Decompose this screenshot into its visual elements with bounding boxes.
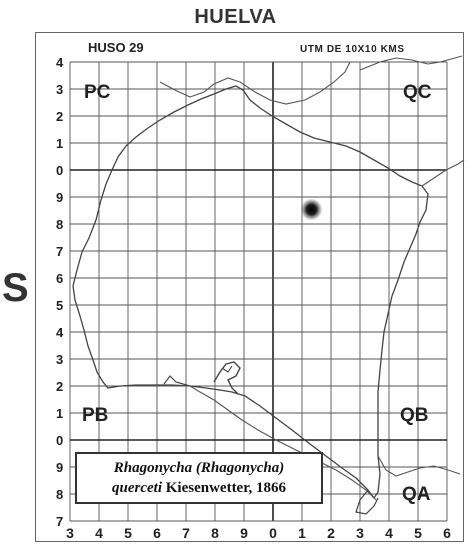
estuary-channel <box>163 375 191 387</box>
left-axis-label: 1 <box>56 136 63 151</box>
left-axis-label: 3 <box>56 82 63 97</box>
river-guadiana <box>377 455 461 477</box>
bottom-axis-label: 4 <box>95 525 103 541</box>
bottom-axis-label: 8 <box>211 525 219 541</box>
left-axis-label: 9 <box>56 190 63 205</box>
left-axis-label: 5 <box>56 298 63 313</box>
left-axis-label: 8 <box>56 487 63 502</box>
bottom-axis-label: 3 <box>66 525 74 541</box>
map-title: HUELVA <box>194 6 277 28</box>
river-east <box>421 159 465 187</box>
left-axis-label: 4 <box>56 325 64 340</box>
square-label-qc: QC <box>403 82 432 103</box>
bottom-axis-label: 9 <box>240 525 248 541</box>
province-outline <box>72 85 429 500</box>
left-axis-label: 7 <box>56 514 63 529</box>
left-axis-label: 0 <box>56 433 63 448</box>
estuary-shape <box>213 361 241 395</box>
square-label-pb: PB <box>82 405 108 426</box>
bottom-axis-label: 4 <box>385 525 393 541</box>
square-label-pc: PC <box>84 82 111 103</box>
left-axis-label: 2 <box>56 379 63 394</box>
bottom-axis-label: 5 <box>414 525 422 541</box>
caption-genus: Rhagonycha (Rhagonycha) <box>113 460 285 476</box>
left-axis-label: 7 <box>56 244 63 259</box>
left-axis-label: 6 <box>56 271 63 286</box>
left-axis-label: 8 <box>56 217 63 232</box>
bottom-axis-label: 7 <box>182 525 190 541</box>
left-axis-label: 9 <box>56 460 63 475</box>
utm-zone-letter: S <box>2 266 29 310</box>
bottom-axis-label: 6 <box>153 525 161 541</box>
square-label-qa: QA <box>402 484 431 505</box>
map-frame <box>35 32 464 542</box>
left-axis-label: 1 <box>56 406 63 421</box>
caption-line-2: querceti Kiesenwetter, 1866 <box>77 478 321 498</box>
river-northeast <box>359 55 463 71</box>
utm-grid-note: UTM DE 10X10 KMS <box>300 44 405 55</box>
caption-species: querceti <box>112 480 162 496</box>
bottom-axis-label: 1 <box>298 525 306 541</box>
bottom-axis-labels: 3 4 5 6 7 8 9 0 1 2 3 4 5 6 <box>66 525 451 541</box>
bottom-axis-label: 2 <box>327 525 335 541</box>
left-axis-label: 3 <box>56 352 63 367</box>
estuary-island <box>221 365 233 373</box>
bottom-axis-label: 5 <box>124 525 132 541</box>
left-axis-label: 4 <box>56 55 64 70</box>
caption-line-1: Rhagonycha (Rhagonycha) <box>77 458 321 478</box>
left-axis-label: 2 <box>56 109 63 124</box>
species-caption: Rhagonycha (Rhagonycha) querceti Kiesenw… <box>75 452 323 504</box>
record-point <box>300 198 323 221</box>
bottom-axis-label: 6 <box>443 525 451 541</box>
huso-label: HUSO 29 <box>88 40 144 55</box>
river-tinto <box>189 385 377 501</box>
left-axis-label: 0 <box>56 163 63 178</box>
coast-southeast <box>355 489 379 515</box>
square-label-qb: QB <box>400 405 429 426</box>
caption-author: Kiesenwetter, 1866 <box>162 480 286 496</box>
bottom-axis-label: 0 <box>269 525 277 541</box>
river-north <box>159 61 351 105</box>
bottom-axis-label: 3 <box>356 525 364 541</box>
